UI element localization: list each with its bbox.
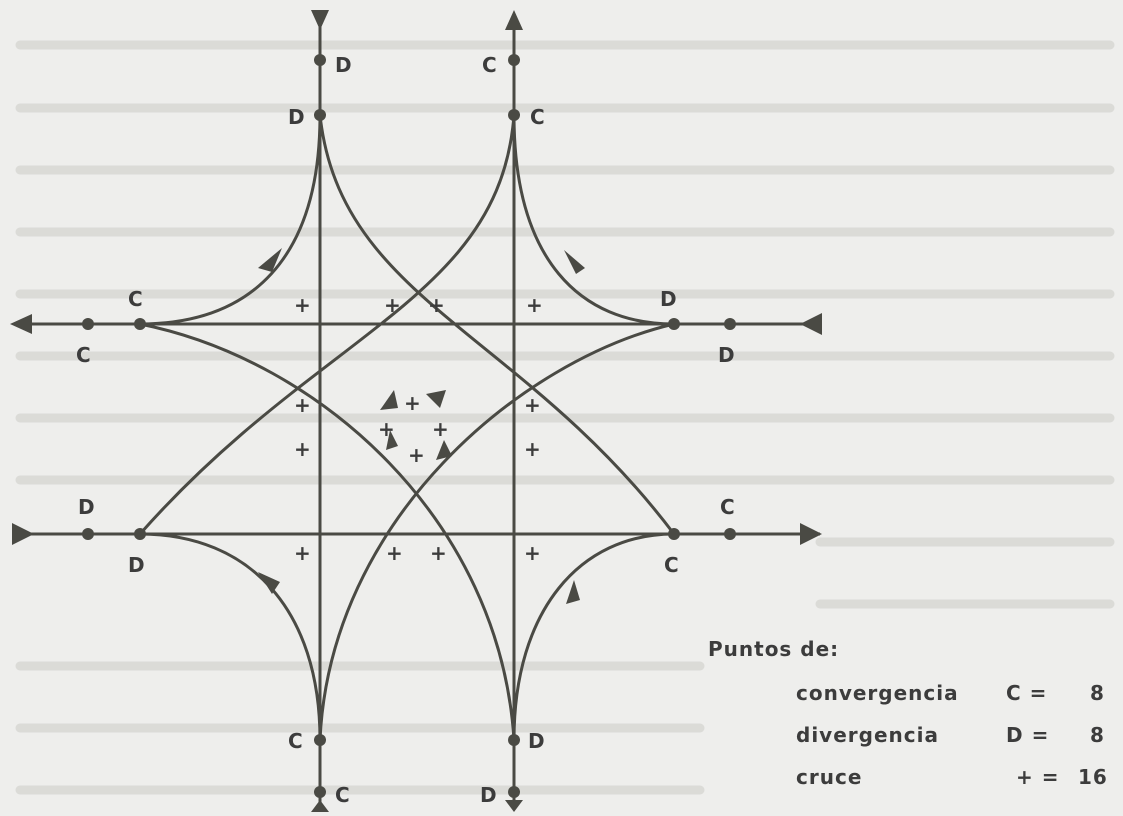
arrow-center-3	[386, 430, 398, 450]
cross-10: +	[378, 417, 395, 441]
point-labels: D D C C C C D D D D C C C C D D	[76, 53, 735, 807]
legend: Puntos de: convergencia C = 8 divergenci…	[708, 637, 1108, 789]
label-C-bottom-left-outer: C	[335, 783, 350, 807]
dot-top-left-inner	[314, 109, 326, 121]
cross-12: +	[408, 443, 425, 467]
dot-bottom-left-outer	[314, 786, 326, 798]
legend-row-value: 8	[1090, 723, 1105, 747]
arrow-right-bottom-road	[800, 523, 822, 545]
label-D-right-top-inner: D	[660, 287, 677, 311]
cross-15: +	[430, 541, 447, 565]
cross-14: +	[386, 541, 403, 565]
arrowheads	[10, 10, 822, 812]
legend-row-value: 8	[1090, 681, 1105, 705]
arrow-down-right-road	[505, 800, 523, 812]
curve-bottom-right-turn	[512, 532, 675, 741]
conflict-dots	[82, 54, 736, 798]
arrow-down-left-road-in	[311, 10, 329, 30]
legend-row-label: divergencia	[796, 723, 939, 747]
arrow-center-1	[380, 390, 398, 410]
arrow-center-2	[426, 390, 446, 408]
cross-16: +	[524, 541, 541, 565]
label-C-left-top-outer: C	[76, 343, 91, 367]
arrow-up-right-road	[505, 10, 523, 30]
legend-title: Puntos de:	[708, 637, 839, 661]
legend-row-value: 16	[1078, 765, 1108, 789]
dot-bottom-right-outer	[508, 786, 520, 798]
arrow-left-bottom-road-in	[12, 523, 34, 545]
cross-9: +	[404, 391, 421, 415]
dot-top-right-inner	[508, 109, 520, 121]
label-D-bottom-right-inner: D	[528, 729, 545, 753]
label-D-bottom-right-outer: D	[480, 783, 497, 807]
cross-2: +	[384, 293, 401, 317]
crossing-points: + + + + + + + + + + + + + + + +	[294, 293, 543, 565]
arrow-up-left-road	[311, 800, 329, 812]
legend-row-symbol: D =	[1006, 723, 1049, 747]
label-D-top-inner: D	[288, 105, 305, 129]
arrow-curve-tl	[258, 248, 282, 272]
curve-left-turn-2	[138, 114, 516, 535]
cross-7: +	[524, 393, 541, 417]
curve-left-turn-1	[318, 114, 676, 535]
dot-right-bottom-inner	[668, 528, 680, 540]
curve-left-turn-3	[139, 322, 516, 741]
arrow-center-4	[436, 440, 452, 460]
dot-left-bottom-inner	[134, 528, 146, 540]
legend-row-symbol: + =	[1016, 765, 1059, 789]
curve-bottom-left-turn	[139, 532, 322, 741]
dot-left-top-outer	[82, 318, 94, 330]
cross-4: +	[526, 293, 543, 317]
label-C-right-bottom-outer: C	[720, 495, 735, 519]
cross-6: +	[294, 437, 311, 461]
dot-left-bottom-outer	[82, 528, 94, 540]
cross-13: +	[294, 541, 311, 565]
cross-3: +	[428, 293, 445, 317]
dot-top-right-outer	[508, 54, 520, 66]
label-D-top-outer: D	[335, 53, 352, 77]
cross-1: +	[294, 293, 311, 317]
label-D-right-top-outer: D	[718, 343, 735, 367]
label-C-bottom-left-inner: C	[288, 729, 303, 753]
legend-row-label: cruce	[796, 765, 862, 789]
background-faint-lines	[15, 40, 1115, 795]
arrow-curve-br	[566, 580, 580, 604]
dot-bottom-right-inner	[508, 734, 520, 746]
label-C-left-top-inner: C	[128, 287, 143, 311]
label-D-left-bottom-outer: D	[78, 495, 95, 519]
arrow-left-top-road	[10, 314, 32, 334]
legend-row-symbol: C =	[1006, 681, 1047, 705]
curve-top-left-turn	[139, 114, 322, 326]
arrow-curve-tr	[564, 250, 585, 274]
cross-11: +	[432, 417, 449, 441]
legend-row-label: convergencia	[796, 681, 959, 705]
arrow-right-top-road-in	[800, 313, 822, 335]
dot-right-top-inner	[668, 318, 680, 330]
label-D-left-bottom-inner: D	[128, 553, 145, 577]
label-C-top-right-inner: C	[530, 105, 545, 129]
label-C-right-bottom-inner: C	[664, 553, 679, 577]
curve-top-right-turn	[512, 114, 675, 326]
arrow-curve-bl	[258, 572, 280, 594]
dot-bottom-left-inner	[314, 734, 326, 746]
cross-8: +	[524, 437, 541, 461]
dot-left-top-inner	[134, 318, 146, 330]
cross-5: +	[294, 393, 311, 417]
label-C-top-right-outer: C	[482, 53, 497, 77]
curve-left-turn-4	[318, 322, 675, 741]
dot-top-left-outer	[314, 54, 326, 66]
dot-right-bottom-outer	[724, 528, 736, 540]
dot-right-top-outer	[724, 318, 736, 330]
diagram-geometry	[14, 12, 820, 808]
